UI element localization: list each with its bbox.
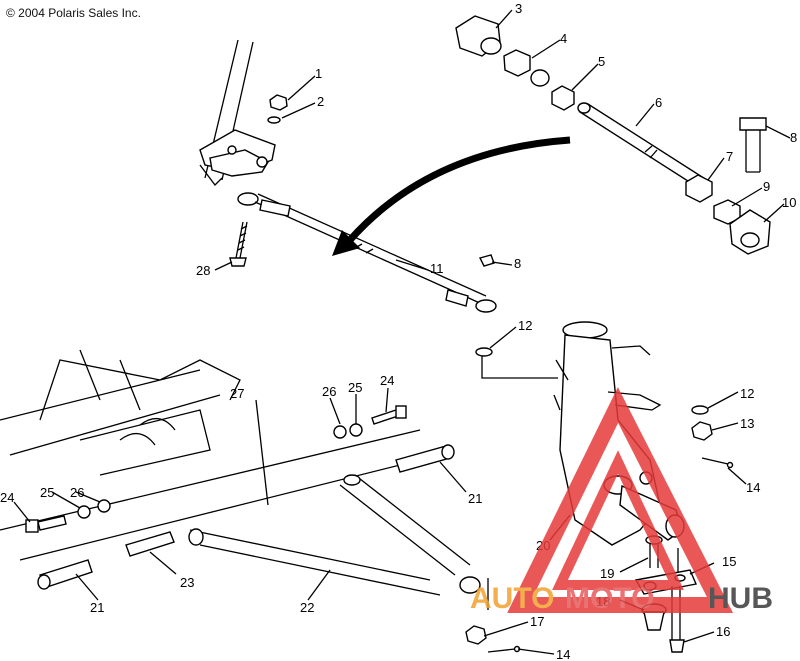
bolt-24-lower bbox=[25, 515, 67, 533]
pivot-tube-21-left bbox=[37, 559, 93, 590]
nut-17 bbox=[465, 625, 487, 645]
nut-5 bbox=[551, 85, 575, 111]
washer-25-upper bbox=[349, 423, 363, 437]
callout-25-upper: 25 bbox=[348, 380, 362, 395]
callout-8-upper: 8 bbox=[790, 130, 797, 145]
callout-26-upper: 26 bbox=[322, 384, 336, 399]
callout-1: 1 bbox=[315, 66, 322, 81]
watermark-auto-text: AUTO bbox=[470, 582, 554, 615]
callout-19: 19 bbox=[600, 566, 614, 581]
cotter-pin-14-lower bbox=[487, 645, 521, 653]
nut-1 bbox=[269, 94, 288, 111]
nut-7 bbox=[685, 174, 713, 203]
callout-28: 28 bbox=[196, 263, 210, 278]
callout-23: 23 bbox=[180, 575, 194, 590]
bushing-23 bbox=[125, 531, 175, 557]
washer-8-lower bbox=[478, 254, 495, 267]
callout-16: 16 bbox=[716, 624, 730, 639]
callout-14-lower: 14 bbox=[556, 647, 570, 661]
callout-12-upper: 12 bbox=[518, 318, 532, 333]
callout-13: 13 bbox=[740, 416, 754, 431]
callout-25-lower: 25 bbox=[40, 485, 54, 500]
tie-rod-11 bbox=[237, 192, 497, 313]
tie-rod-end-10 bbox=[729, 209, 771, 255]
callout-24-lower: 24 bbox=[0, 490, 14, 505]
callout-5: 5 bbox=[598, 54, 605, 69]
tie-rod-end-3 bbox=[455, 15, 502, 57]
washer-26-upper bbox=[333, 425, 347, 439]
callout-14-upper: 14 bbox=[746, 480, 760, 495]
bolt-8 bbox=[739, 117, 767, 173]
watermark-hub-text: HUB bbox=[708, 582, 773, 615]
callout-17: 17 bbox=[530, 614, 544, 629]
callout-12-right: 12 bbox=[740, 386, 754, 401]
leader-lines bbox=[13, 9, 791, 655]
bolt-28 bbox=[229, 221, 248, 267]
a-arm-22 bbox=[188, 474, 481, 596]
callout-15: 15 bbox=[722, 554, 736, 569]
nut-13 bbox=[691, 421, 713, 441]
callout-21-right: 21 bbox=[468, 491, 482, 506]
pivot-tube-21-right bbox=[395, 444, 455, 473]
callout-22: 22 bbox=[300, 600, 314, 615]
copyright-notice: © 2004 Polaris Sales Inc. bbox=[6, 6, 141, 20]
callout-10: 10 bbox=[782, 195, 796, 210]
washer-12-right bbox=[691, 405, 709, 415]
jam-nut-4 bbox=[503, 49, 550, 87]
callout-24-upper: 24 bbox=[380, 373, 394, 388]
callout-27: 27 bbox=[230, 386, 244, 401]
washer-2 bbox=[267, 116, 281, 124]
watermark-triangle-icon bbox=[507, 387, 734, 613]
washer-12-upper bbox=[475, 347, 493, 357]
assembly-arrow bbox=[332, 136, 571, 256]
callout-21-left: 21 bbox=[90, 600, 104, 615]
callout-9: 9 bbox=[763, 179, 770, 194]
callout-11: 11 bbox=[430, 261, 444, 276]
bolt-16 bbox=[669, 586, 685, 653]
washer-26-lower bbox=[97, 499, 111, 513]
callout-7: 7 bbox=[726, 149, 733, 164]
callout-6: 6 bbox=[655, 95, 662, 110]
callout-4: 4 bbox=[560, 31, 567, 46]
cotter-pin-14-upper bbox=[701, 457, 734, 469]
spindle-20 bbox=[481, 321, 685, 546]
automotohub-watermark: AUTO MOTO HUB bbox=[470, 387, 773, 615]
bolt-24-upper bbox=[371, 405, 407, 425]
callout-26-lower: 26 bbox=[70, 485, 84, 500]
washer-25-lower bbox=[77, 505, 91, 519]
callout-8-lower: 8 bbox=[514, 256, 521, 271]
watermark-inner-triangle-icon bbox=[552, 450, 684, 590]
steering-post bbox=[199, 39, 276, 186]
watermark-moto-text: MOTO bbox=[565, 582, 654, 615]
frame-section bbox=[0, 349, 441, 561]
callout-2: 2 bbox=[317, 94, 324, 109]
callout-3: 3 bbox=[515, 1, 522, 16]
